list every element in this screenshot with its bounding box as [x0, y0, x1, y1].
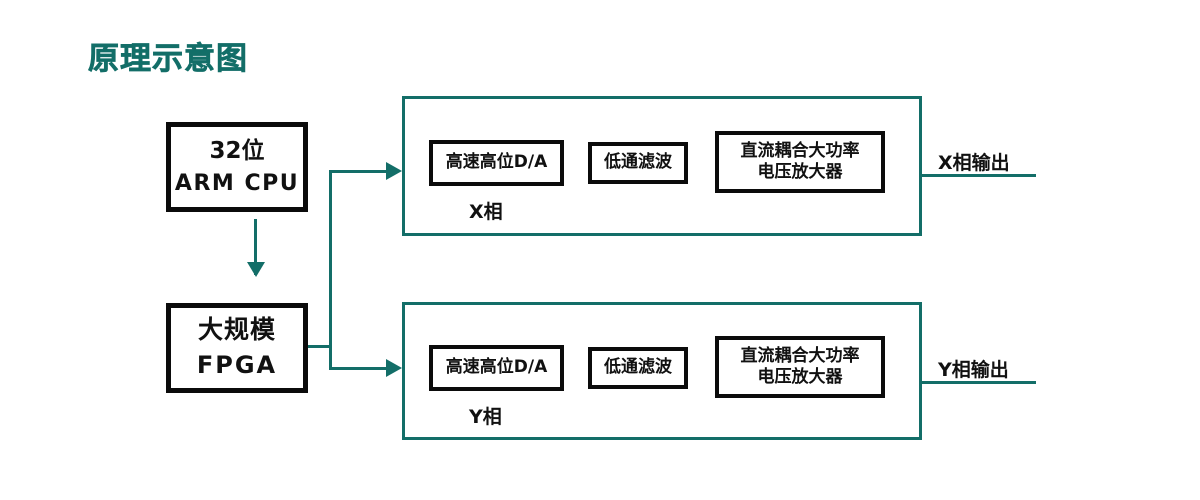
phase-caption-y: Y相 — [469, 406, 502, 428]
fpga-line2: FPGA — [196, 351, 278, 380]
arm-cpu-line1: 32位 — [209, 137, 265, 164]
module-amplifier-x-line2: 电压放大器 — [757, 162, 843, 182]
connector-branch-y — [329, 367, 391, 370]
connector-fpga-stub — [308, 345, 332, 348]
output-line-x — [920, 174, 1036, 177]
module-amplifier-x-line1: 直流耦合大功率 — [740, 140, 860, 161]
arrow-right-icon-x — [386, 162, 402, 180]
module-amplifier-y-line2: 电压放大器 — [757, 367, 843, 387]
module-dac-y: 高速高位D/A — [429, 345, 564, 391]
module-lowpass-filter-y: 低通滤波 — [588, 347, 688, 389]
output-line-y — [920, 381, 1036, 384]
module-dac-x: 高速高位D/A — [429, 140, 564, 186]
connector-bus-trunk — [329, 170, 332, 370]
module-amplifier-x: 直流耦合大功率 电压放大器 — [715, 131, 885, 193]
phase-caption-x: X相 — [469, 201, 503, 223]
connector-cpu-to-fpga — [254, 219, 257, 275]
output-label-x: X相输出 — [938, 152, 1010, 174]
output-label-y: Y相输出 — [938, 359, 1009, 381]
arrow-right-icon-y — [386, 359, 402, 377]
module-dac-x-label: 高速高位D/A — [445, 152, 548, 173]
module-amplifier-y-line1: 直流耦合大功率 — [740, 345, 860, 366]
phase-container-x: 高速高位D/A 低通滤波 直流耦合大功率 电压放大器 X相 — [402, 96, 922, 236]
module-amplifier-y: 直流耦合大功率 电压放大器 — [715, 336, 885, 398]
module-lowpass-filter-y-label: 低通滤波 — [604, 357, 672, 378]
arrow-down-icon — [247, 262, 265, 277]
connector-branch-x — [329, 170, 391, 173]
fpga-line1: 大规模 — [197, 315, 276, 345]
module-lowpass-filter-x-label: 低通滤波 — [604, 152, 672, 173]
phase-container-y: 高速高位D/A 低通滤波 直流耦合大功率 电压放大器 Y相 — [402, 302, 922, 440]
block-fpga: 大规模 FPGA — [166, 303, 308, 393]
module-dac-y-label: 高速高位D/A — [445, 357, 548, 378]
block-arm-cpu: 32位 ARM CPU — [166, 122, 308, 212]
page-title: 原理示意图 — [88, 41, 248, 78]
module-lowpass-filter-x: 低通滤波 — [588, 142, 688, 184]
arm-cpu-line2: ARM CPU — [174, 171, 300, 197]
